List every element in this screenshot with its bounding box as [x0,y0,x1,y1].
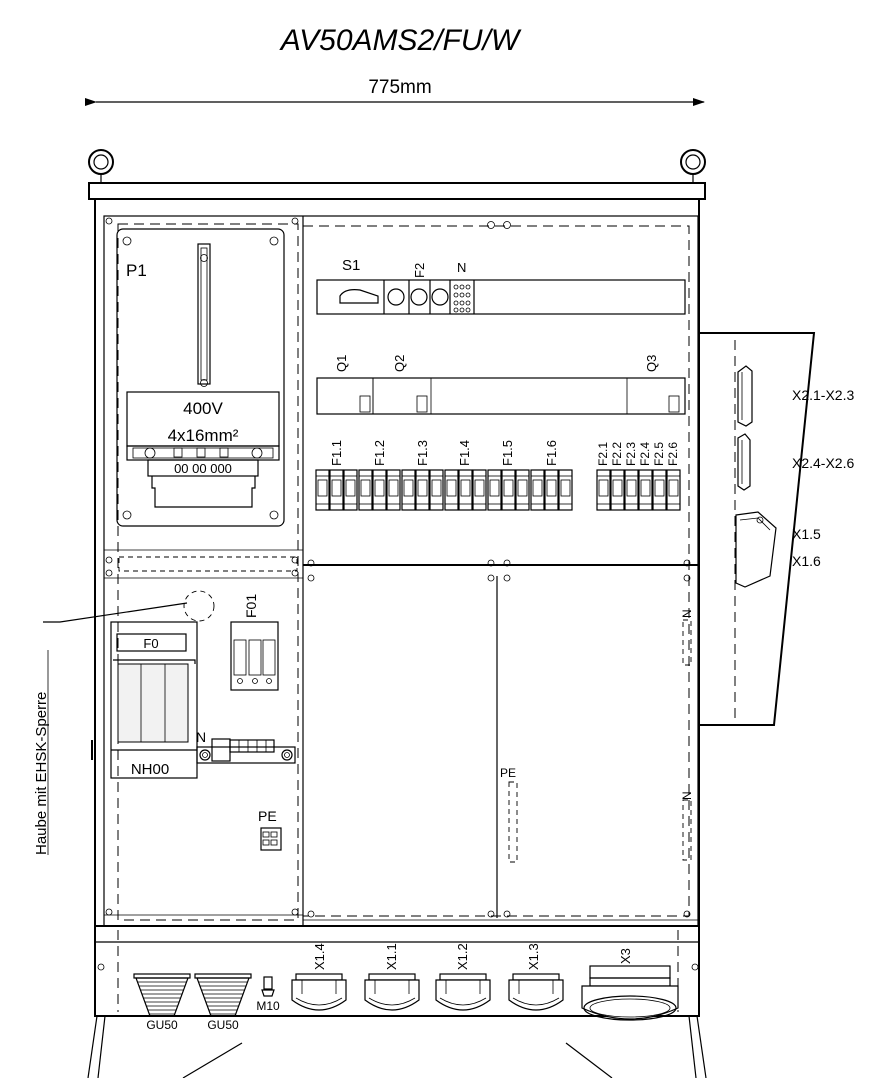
breaker-f1-3-pole-2 [415,469,430,511]
hood-annotation: Haube mit EHSK-Sperre [33,692,50,855]
socket-x2-1-label: X2.1-X2.3 [792,387,854,403]
drawing-title: AV50AMS2/FU/W [279,24,522,57]
switch-s1-label: S1 [342,257,360,274]
breaker-f2-5 [652,469,667,511]
breaker-row: F1.1 F1.2 F1.3 F1.4 F1.5 F1.6 F2.1 F2.2 … [315,440,681,511]
socket-x1-1-label: X1.1 [384,943,399,970]
breaker-f1-6-pole-2 [544,469,559,511]
breaker-f2-5-label: F2.5 [652,442,666,466]
bottom-socket-1 [291,973,347,1011]
rails: N N PE [500,609,694,863]
gland-2-label: GU50 [207,1018,239,1032]
side-socket-housing: X2.1-X2.3 X2.4-X2.6 X1.5 X1.6 [699,332,854,726]
socket-x1-5-label: X1.5 [792,526,821,542]
breaker-f1-3-pole-1 [401,469,416,511]
breaker-f1-6-pole-3 [558,469,573,511]
breaker-f1-1-pole-1 [315,469,330,511]
m10-label: M10 [256,999,280,1013]
rcd-q1-label: Q1 [334,355,349,372]
breaker-f1-1-pole-2 [329,469,344,511]
rcd-row: Q1 Q2 Q3 [316,355,686,415]
socket-x1-3-label: X1.3 [526,943,541,970]
breakers-f1-group [315,469,573,511]
fuse-f2-label: F2 [412,263,427,278]
breaker-f2-4 [638,469,653,511]
cable-gland-2 [194,973,252,1017]
cabinet-body [94,198,700,927]
rail-pe-label: PE [500,766,516,780]
neutral-n-label: N [457,260,466,275]
breaker-f1-5-label: F1.5 [500,440,515,466]
lower-left-equipment: F0 NH00 F01 N PE Haube mit EHSK-Sperre [33,590,296,855]
bottom-socket-3 [435,973,491,1011]
bottom-socket-x3 [581,965,679,1021]
breaker-f2-3 [624,469,639,511]
breaker-f1-4-pole-1 [444,469,459,511]
pe-bar-label: PE [258,808,277,824]
breaker-f1-1-pole-3 [343,469,358,511]
cabinet-roof [88,182,706,200]
meter-panel-label: P1 [126,261,147,280]
meter-panel-p1: P1 400V 4x16mm² 00 00 000 [116,228,285,527]
breaker-f2-1-label: F2.1 [596,442,610,466]
meter-terminal-label: 00 00 000 [174,461,232,476]
breaker-f1-5-pole-1 [487,469,502,511]
socket-x1-2-label: X1.2 [455,943,470,970]
lifting-eye-right [680,149,706,183]
socket-x3-label: X3 [618,948,633,964]
breaker-f1-6-label: F1.6 [544,440,559,466]
breaker-f1-2-label: F1.2 [372,440,387,466]
divider-bands [104,216,698,926]
rcd-q2-label: Q2 [392,355,407,372]
breaker-f1-3-pole-3 [429,469,444,511]
socket-x1-6-label: X1.6 [792,553,821,569]
breaker-f1-4-pole-3 [472,469,487,511]
gland-1-label: GU50 [146,1018,178,1032]
surge-f01-label: F01 [243,594,259,618]
lifting-eye-left [88,149,114,183]
meter-voltage-label: 400V [183,399,223,418]
right-area-outline [302,225,690,917]
breaker-f1-4-pole-2 [458,469,473,511]
breaker-f2-2-label: F2.2 [610,442,624,466]
breaker-f2-1 [596,469,611,511]
main-switch-row: S1 F2 N [316,257,686,315]
breaker-f2-6 [666,469,681,511]
breaker-f1-1-label: F1.1 [329,440,344,466]
breaker-f2-2 [610,469,625,511]
cabinet-inner-frame [103,215,699,927]
rail-n-bottom-label: N [680,791,694,800]
bottom-gland-plate: GU50 GU50 M10 X1.4 X1.1 X1.2 X1.3 X3 [94,925,700,1032]
breaker-f1-4-label: F1.4 [457,440,472,466]
bottom-socket-4 [508,973,564,1011]
breaker-f1-2-pole-1 [358,469,373,511]
breaker-f1-2-pole-3 [386,469,401,511]
breaker-f2-6-label: F2.6 [666,442,680,466]
breaker-f1-5-pole-3 [515,469,530,511]
rcd-q3-label: Q3 [644,355,659,372]
rail-n-top-label: N [680,609,694,618]
panel-screws [97,217,699,971]
meter-cable-label: 4x16mm² [168,426,239,445]
breakers-f2-group [596,469,681,511]
breaker-f2-3-label: F2.3 [624,442,638,466]
breaker-f1-6-pole-1 [530,469,545,511]
cable-gland-1 [133,973,191,1017]
socket-x2-4-label: X2.4-X2.6 [792,455,854,471]
cabinet-legs [87,1015,707,1078]
bottom-socket-2 [364,973,420,1011]
cable-glands [133,973,252,1017]
bottom-sockets-group [291,965,679,1021]
breaker-f2-4-label: F2.4 [638,442,652,466]
socket-x1-4-label: X1.4 [312,943,327,970]
neutral-bar-label: N [196,729,206,745]
breaker-f1-3-label: F1.3 [415,440,430,466]
breaker-f1-2-pole-2 [372,469,387,511]
width-dimension-label: 775mm [368,77,431,98]
fuse-f0-label: F0 [143,636,158,651]
fuse-base-label: NH00 [131,761,169,778]
breaker-f1-5-pole-2 [501,469,516,511]
